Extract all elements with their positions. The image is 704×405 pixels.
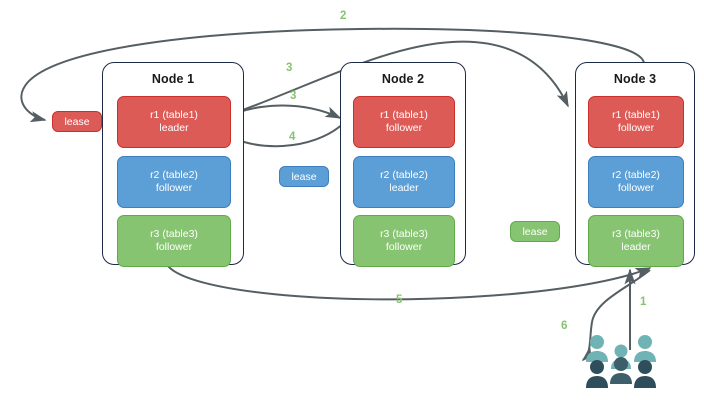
- range-role: leader: [621, 241, 651, 253]
- range-name: r2 (table2): [380, 169, 428, 181]
- lease-green-badge[interactable]: lease: [510, 221, 560, 242]
- step-6-label: 6: [561, 320, 568, 332]
- range-replica-r1-table1-[interactable]: r1 (table1)follower: [588, 96, 684, 148]
- step-1-label: 1: [640, 296, 647, 308]
- node-title: Node 3: [613, 72, 657, 86]
- lease-red-badge[interactable]: lease: [52, 111, 102, 132]
- range-role: follower: [155, 241, 193, 253]
- range-replica-r1-table1-[interactable]: r1 (table1)leader: [117, 96, 231, 148]
- range-replica-r1-table1-[interactable]: r1 (table1)follower: [353, 96, 455, 148]
- range-replica-r3-table3-[interactable]: r3 (table3)leader: [588, 215, 684, 267]
- range-replica-r3-table3-[interactable]: r3 (table3)follower: [117, 215, 231, 267]
- node-title: Node 2: [381, 72, 425, 86]
- range-role: follower: [155, 182, 193, 194]
- range-name: r3 (table3): [150, 228, 198, 240]
- lease-blue-badge[interactable]: lease: [279, 166, 329, 187]
- range-name: r3 (table3): [612, 228, 660, 240]
- step-3b-label: 3: [290, 90, 297, 102]
- range-name: r1 (table1): [612, 109, 660, 121]
- range-name: r1 (table1): [150, 109, 198, 121]
- step-3a-label: 3: [286, 62, 293, 74]
- range-name: r3 (table3): [380, 228, 428, 240]
- range-replica-r2-table2-[interactable]: r2 (table2)follower: [117, 156, 231, 208]
- step-5-label: 5: [396, 294, 403, 306]
- range-role: leader: [389, 182, 419, 194]
- step-2-label: 2: [340, 10, 347, 22]
- node-title: Node 1: [151, 72, 195, 86]
- range-role: follower: [385, 241, 423, 253]
- range-role: follower: [617, 122, 655, 134]
- range-name: r1 (table1): [380, 109, 428, 121]
- step-4-label: 4: [289, 131, 296, 143]
- range-replica-r2-table2-[interactable]: r2 (table2)follower: [588, 156, 684, 208]
- edge-5-path: [167, 265, 652, 301]
- range-replica-r3-table3-[interactable]: r3 (table3)follower: [353, 215, 455, 267]
- range-name: r2 (table2): [150, 169, 198, 181]
- range-role: follower: [617, 182, 655, 194]
- users-group-icon: [586, 335, 656, 388]
- range-name: r2 (table2): [612, 169, 660, 181]
- range-role: leader: [159, 122, 189, 134]
- range-replica-r2-table2-[interactable]: r2 (table2)leader: [353, 156, 455, 208]
- range-role: follower: [385, 122, 423, 134]
